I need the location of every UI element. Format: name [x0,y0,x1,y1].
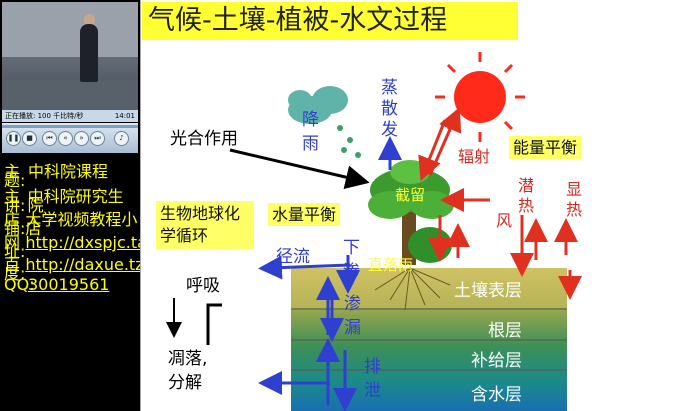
stop-icon[interactable]: ■ [22,131,37,146]
decomposition-label: 分解 [168,373,202,393]
next-icon[interactable]: ⏭ [90,131,105,146]
qq-number[interactable]: 30019561 [28,275,110,294]
lecturer [80,24,98,82]
layer-aquifer: 含水层 [471,385,522,405]
biogeochemical-cycle-box: 生物地球化学循环 [156,201,254,249]
info-row: 主 讲:中科院研究生院 [4,187,138,215]
drainage-label: 排泄 [364,357,381,401]
infiltration-label: 下渗 [343,238,360,282]
blackboard [2,2,138,57]
info-value: 中科院课程 [28,162,109,181]
pause-icon[interactable]: ❚❚ [6,131,21,146]
playback-time: 14:01 [114,112,135,120]
radiation-label: 辐射 [458,147,491,166]
info-row: 网 址:http://dxspjc.taobao.com/ [4,233,231,261]
evapotranspiration-label: 蒸散发 [381,78,398,140]
wind-label: 风 [496,211,513,230]
photosynthesis-arrow [229,148,370,189]
layer-topsoil: 土壤表层 [454,281,522,301]
percolation-label: 渗漏 [344,294,361,338]
baidu-url-link[interactable]: http://daxue.tz.cn [25,255,168,274]
rain-label: 降雨 [302,110,319,154]
info-row: QQ:30019561 [4,275,138,294]
layer-recharge-zone: 补给层 [471,351,522,371]
info-label: 主 题: [4,162,26,190]
video-frame[interactable] [2,2,138,110]
lecture-desk [2,80,138,110]
info-label: 网 址: [4,233,26,261]
latent-heat-label: 潜热 [518,176,535,215]
sun-icon [435,52,525,142]
info-value: 中科院研究生院 [27,187,124,215]
lecturer-head [84,14,95,27]
rewind-icon[interactable]: « [58,131,73,146]
litterfall-label: 凋落, [168,349,208,369]
info-row: 店 铺:大学视频教程小店 [4,210,138,238]
slide-title: 气候-土壤-植被-水文过程 [142,2,518,40]
info-value: 大学视频教程小店 [25,210,138,238]
info-label: 百 度: [4,255,26,283]
respiration-label: 呼吸 [186,276,220,296]
diagram-graphics [166,52,582,411]
forward-icon[interactable]: » [74,131,89,146]
info-label: 店 铺: [4,210,26,238]
info-label: QQ: [4,275,35,294]
water-balance-box: 水量平衡 [268,203,341,226]
photosynthesis-label: 光合作用 [170,129,238,149]
player-status-bar: 正在播放: 100 千比特/秒 14:01 [2,110,138,122]
info-row: 百 度:http://daxue.tz.cn [4,255,168,283]
throughfall-label: 直落雨 [368,256,414,274]
sensible-heat-label: 显热 [566,180,583,219]
rain-drops-icon [337,125,361,158]
layer-root-zone: 根层 [488,321,522,341]
cloud-icon [288,86,348,124]
radiation-out-arrow [428,107,462,176]
previous-icon[interactable]: ⏮ [42,131,57,146]
runoff-label: 径流 [276,247,310,267]
playback-status: 正在播放: 100 千比特/秒 [5,112,84,120]
roots [374,267,451,311]
interception-label: 截留 [395,186,426,204]
litterfall-arrow [206,303,222,345]
info-label: 主 讲: [4,187,26,215]
volume-icon[interactable]: ♪ [114,131,129,146]
seek-bar[interactable] [2,125,138,128]
energy-balance-box: 能量平衡 [509,136,582,159]
info-row: 主 题:中科院课程 [4,162,138,190]
runoff-arrow [258,255,351,280]
player-controls: ❚❚ ■ ⏮ « » ⏭ ♪ [2,123,138,153]
